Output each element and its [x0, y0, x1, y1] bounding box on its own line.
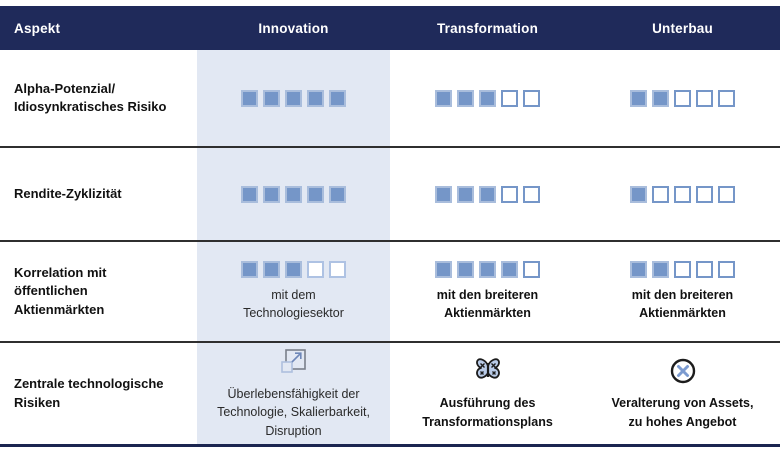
row-label: Rendite-Zyklizität	[14, 185, 122, 201]
table-row: Rendite-Zyklizität	[0, 148, 780, 242]
row-label: Zentrale technologische Risiken	[14, 376, 164, 410]
risk-caption: Überlebensfähigkeit der Technologie, Ska…	[217, 387, 370, 438]
rating-square-filled	[652, 260, 669, 278]
table-row: Alpha-Potenzial/ Idiosynkratisches Risik…	[0, 50, 780, 148]
rating-square-filled	[630, 260, 647, 278]
rating-square-empty	[696, 185, 713, 203]
cell-transformation	[390, 50, 585, 146]
cell-transformation: Ausführung des Transformationsplans	[390, 343, 585, 444]
rating-square-filled	[479, 185, 496, 203]
cell-transformation	[390, 148, 585, 240]
rating-square-filled	[241, 185, 258, 203]
rating-squares	[241, 89, 346, 107]
table-header: Aspekt Innovation Transformation Unterba…	[0, 6, 780, 50]
cell-innovation: Überlebensfähigkeit der Technologie, Ska…	[197, 343, 390, 444]
rating-square-empty	[696, 89, 713, 107]
rating-square-filled	[435, 260, 452, 278]
rating-square-empty	[652, 185, 669, 203]
row-label: Korrelation mit öffentlichen Aktienmärkt…	[14, 264, 107, 317]
rating-square-empty	[696, 260, 713, 278]
cell-unterbau	[585, 148, 780, 240]
butterfly-icon	[473, 356, 503, 386]
rating-caption: mit dem Technologiesektor	[243, 287, 344, 320]
rating-square-filled	[263, 89, 280, 107]
rating-square-filled	[307, 89, 324, 107]
rating-square-empty	[718, 260, 735, 278]
rating-square-filled	[263, 260, 280, 278]
rating-squares	[435, 185, 540, 203]
rating-square-empty	[674, 185, 691, 203]
rating-squares	[630, 185, 735, 203]
rating-square-filled	[652, 89, 669, 107]
rating-square-empty	[523, 185, 540, 203]
scale-expand-icon	[280, 347, 308, 377]
cell-unterbau	[585, 50, 780, 146]
rating-square-filled	[630, 89, 647, 107]
rating-caption: mit den breiteren Aktienmärkten	[436, 287, 539, 320]
row-label: Alpha-Potenzial/ Idiosynkratisches Risik…	[14, 80, 167, 114]
rating-square-empty	[501, 185, 518, 203]
rating-squares	[630, 89, 735, 107]
header-innovation: Innovation	[258, 20, 329, 36]
rating-square-empty	[501, 89, 518, 107]
row-label-cell: Zentrale technologische Risiken	[0, 343, 197, 444]
rating-square-empty	[674, 89, 691, 107]
rating-square-empty	[718, 89, 735, 107]
header-unterbau: Unterbau	[652, 20, 713, 36]
rating-square-empty	[674, 260, 691, 278]
table-row: Korrelation mit öffentlichen Aktienmärkt…	[0, 242, 780, 343]
rating-caption: mit den breiteren Aktienmärkten	[631, 287, 734, 320]
rating-square-filled	[329, 89, 346, 107]
rating-square-filled	[285, 260, 302, 278]
table-row: Zentrale technologische Risiken Überlebe…	[0, 343, 780, 447]
row-label-cell: Korrelation mit öffentlichen Aktienmärkt…	[0, 242, 197, 341]
rating-square-empty	[523, 89, 540, 107]
row-label-cell: Rendite-Zyklizität	[0, 148, 197, 240]
risk-caption: Ausführung des Transformationsplans	[422, 396, 553, 429]
rating-squares	[630, 260, 735, 278]
header-transformation: Transformation	[436, 20, 539, 36]
cell-innovation: mit dem Technologiesektor	[197, 242, 390, 341]
rating-square-filled	[457, 260, 474, 278]
rating-square-empty	[307, 260, 324, 278]
cell-unterbau: mit den breiteren Aktienmärkten	[585, 242, 780, 341]
rating-square-filled	[630, 185, 647, 203]
rating-square-filled	[479, 89, 496, 107]
innovation-column-highlight	[197, 50, 390, 447]
rating-squares	[241, 260, 346, 278]
rating-square-filled	[241, 89, 258, 107]
rating-square-filled	[435, 89, 452, 107]
rating-square-filled	[329, 185, 346, 203]
cell-unterbau: Veralterung von Assets, zu hohes Angebot	[585, 343, 780, 444]
rating-square-empty	[718, 185, 735, 203]
rating-square-filled	[241, 260, 258, 278]
rating-square-filled	[307, 185, 324, 203]
rating-square-filled	[285, 185, 302, 203]
header-aspekt: Aspekt	[14, 20, 61, 36]
rating-squares	[241, 185, 346, 203]
risk-caption: Veralterung von Assets, zu hohes Angebot	[611, 396, 754, 429]
rating-square-filled	[501, 260, 518, 278]
cell-innovation	[197, 50, 390, 146]
row-label-cell: Alpha-Potenzial/ Idiosynkratisches Risik…	[0, 50, 197, 146]
rating-squares	[435, 260, 540, 278]
rating-square-filled	[457, 185, 474, 203]
rating-square-filled	[435, 185, 452, 203]
table-body: Alpha-Potenzial/ Idiosynkratisches Risik…	[0, 50, 780, 447]
rating-squares	[435, 89, 540, 107]
rating-square-filled	[479, 260, 496, 278]
rating-square-filled	[285, 89, 302, 107]
cell-transformation: mit den breiteren Aktienmärkten	[390, 242, 585, 341]
rating-square-filled	[457, 89, 474, 107]
rating-square-filled	[263, 185, 280, 203]
rating-square-empty	[523, 260, 540, 278]
circled-x-icon	[669, 356, 697, 386]
rating-square-empty	[329, 260, 346, 278]
cell-innovation	[197, 148, 390, 240]
